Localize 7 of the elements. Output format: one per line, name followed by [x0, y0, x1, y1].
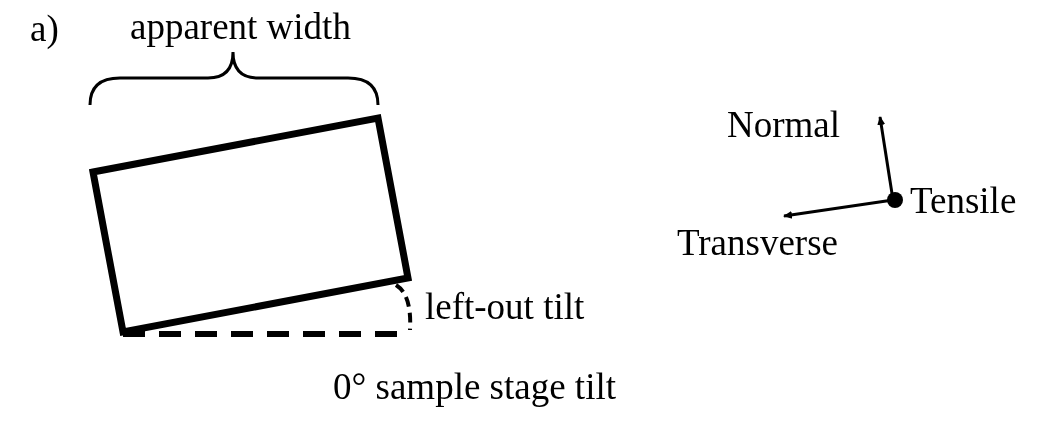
dimension-label: apparent width	[130, 8, 351, 45]
axis-label: Normal	[727, 106, 841, 143]
caption-text: 0° sample stage tilt	[333, 368, 616, 405]
panel-label: a)	[30, 10, 59, 47]
axis-label: Transverse	[677, 224, 838, 261]
axis-label: Tensile	[910, 182, 1017, 219]
angle-label: left-out tilt	[425, 288, 585, 325]
